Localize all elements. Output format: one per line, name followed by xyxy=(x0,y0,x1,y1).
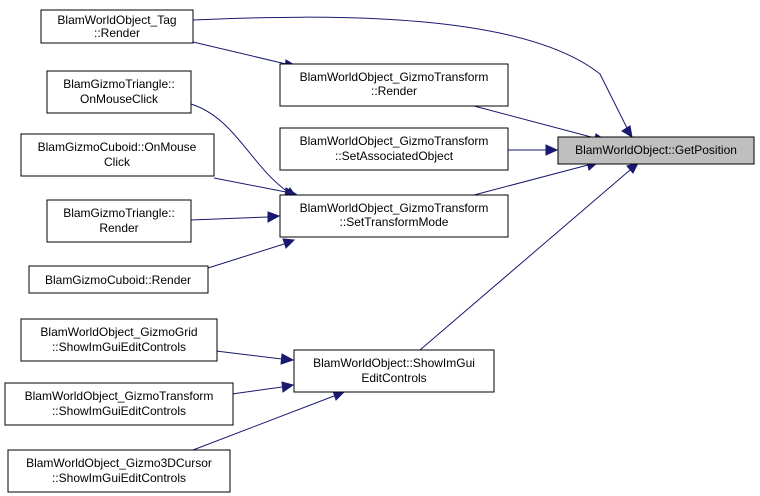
edge-gizmotransform-show-to-show-imgui xyxy=(231,381,295,395)
node-label: BlamWorldObject_GizmoTransform xyxy=(25,389,214,403)
node-label: ::ShowImGuiEditControls xyxy=(52,340,186,354)
node-label: ::ShowImGuiEditControls xyxy=(52,404,186,418)
node-label: BlamGizmoCuboid::Render xyxy=(45,273,191,287)
edge-cuboid-onmouseclick-to-set-transform-mode xyxy=(213,177,298,198)
edge-show-imgui-to-get-position xyxy=(419,162,639,351)
node-label: BlamWorldObject_GizmoTransform xyxy=(300,134,489,148)
node-gizmogrid-show[interactable]: BlamWorldObject_GizmoGrid ::ShowImGuiEdi… xyxy=(20,318,218,362)
node-cuboid-onmouseclick[interactable]: BlamGizmoCuboid::OnMouse Click xyxy=(20,133,215,177)
node-label: Render xyxy=(99,221,138,235)
node-label: Click xyxy=(104,155,131,169)
edge-tag-render-to-get-position xyxy=(192,16,633,138)
node-gizmo3dcursor-show[interactable]: BlamWorldObject_Gizmo3DCursor ::ShowImGu… xyxy=(7,449,231,493)
edge-gizmogrid-show-to-show-imgui xyxy=(215,350,295,365)
node-label: BlamWorldObject_Gizmo3DCursor xyxy=(26,456,212,470)
node-label: BlamWorldObject_Tag xyxy=(57,13,176,27)
edge-cuboid-render-to-set-transform-mode xyxy=(207,238,296,269)
node-label: ::SetAssociatedObject xyxy=(335,149,454,163)
edge-set-associated-object-to-get-position xyxy=(508,144,559,156)
node-label: BlamWorldObject_GizmoTransform xyxy=(300,201,489,215)
node-triangle-onmouseclick[interactable]: BlamGizmoTriangle:: OnMouseClick xyxy=(46,70,192,114)
node-label: BlamWorldObject::ShowImGui xyxy=(313,356,475,370)
node-label: ::Render xyxy=(94,26,140,40)
node-label: ::SetTransformMode xyxy=(340,215,449,229)
node-gizmotransform-render[interactable]: BlamWorldObject_GizmoTransform ::Render xyxy=(279,63,509,107)
node-label: BlamGizmoCuboid::OnMouse xyxy=(38,140,197,154)
node-label: BlamGizmoTriangle:: xyxy=(63,77,175,91)
node-label: BlamWorldObject_GizmoGrid xyxy=(40,325,197,339)
node-label: BlamWorldObject::GetPosition xyxy=(575,143,737,157)
node-label: ::Render xyxy=(371,84,417,98)
node-label: OnMouseClick xyxy=(80,92,159,106)
node-tag-render[interactable]: BlamWorldObject_Tag ::Render xyxy=(40,9,194,44)
node-label: ::ShowImGuiEditControls xyxy=(52,471,186,485)
edge-gizmo3dcursor-show-to-show-imgui xyxy=(192,390,346,451)
node-label: BlamGizmoTriangle:: xyxy=(63,206,175,220)
node-triangle-render[interactable]: BlamGizmoTriangle:: Render xyxy=(46,199,192,243)
node-cuboid-render[interactable]: BlamGizmoCuboid::Render xyxy=(28,265,209,294)
node-gizmotransform-show[interactable]: BlamWorldObject_GizmoTransform ::ShowImG… xyxy=(4,382,234,426)
node-get-position[interactable]: BlamWorldObject::GetPosition xyxy=(557,136,755,165)
node-set-associated-object[interactable]: BlamWorldObject_GizmoTransform ::SetAsso… xyxy=(279,127,509,171)
node-label: BlamWorldObject_GizmoTransform xyxy=(300,70,489,84)
node-label: EditControls xyxy=(361,371,426,385)
edge-triangle-render-to-set-transform-mode xyxy=(190,211,281,223)
nodes: BlamWorldObject::GetPosition BlamWorldOb… xyxy=(4,9,755,493)
node-show-imgui-edit-controls[interactable]: BlamWorldObject::ShowImGui EditControls xyxy=(293,349,495,393)
node-set-transform-mode[interactable]: BlamWorldObject_GizmoTransform ::SetTran… xyxy=(279,194,509,238)
